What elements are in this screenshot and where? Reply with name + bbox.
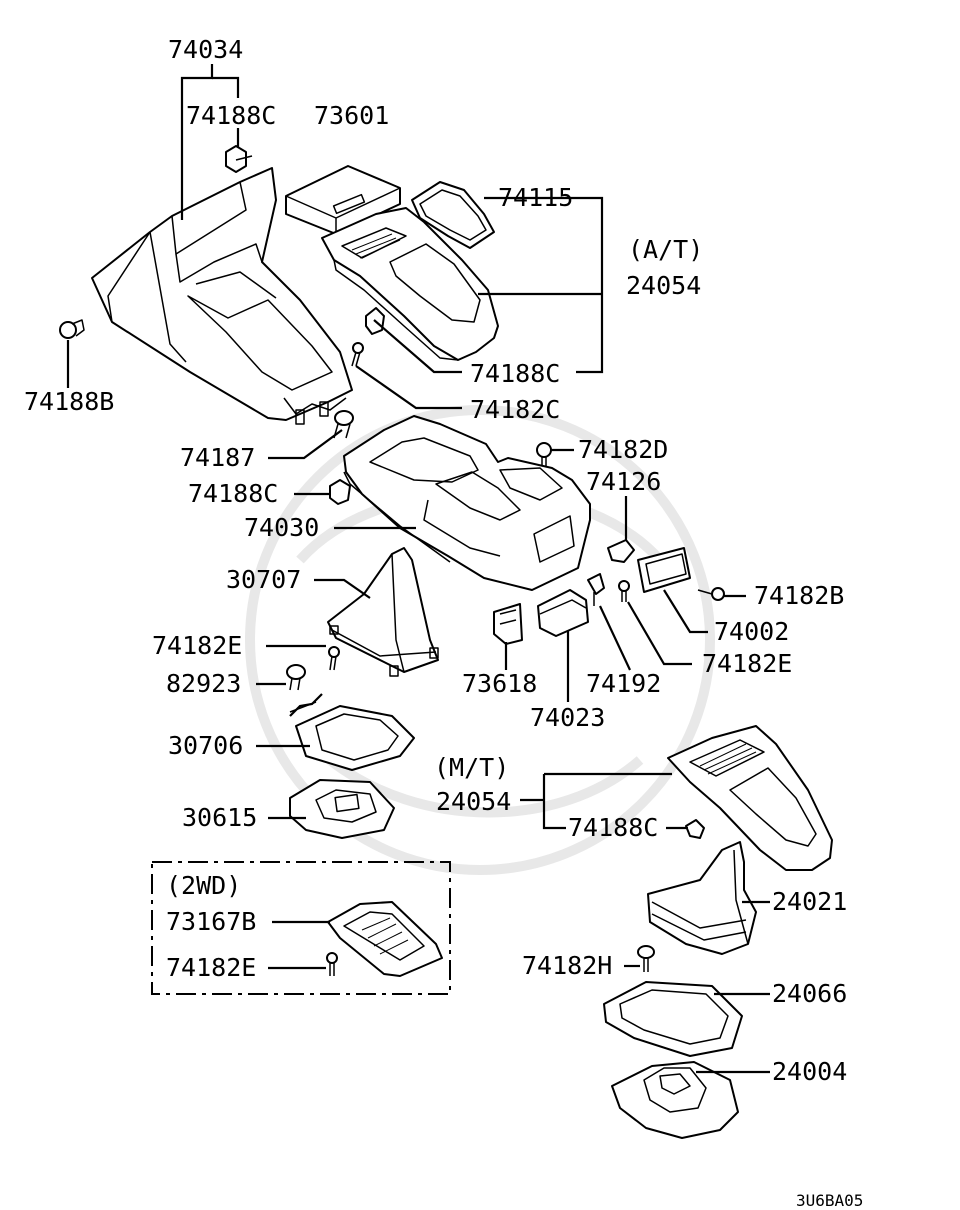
screw-74182e-left xyxy=(328,646,340,671)
label-74188c-top: 74188C xyxy=(186,101,276,130)
2wd-variant-box xyxy=(151,861,451,995)
clip-74126 xyxy=(607,539,635,563)
label-30615: 30615 xyxy=(182,803,257,832)
label-74192: 74192 xyxy=(586,669,661,698)
bracket-73618 xyxy=(493,603,523,645)
label-74034: 74034 xyxy=(168,35,243,64)
screw-74182e-right xyxy=(618,580,630,602)
label-74188c-at: 74188C xyxy=(470,359,560,388)
label-24004: 24004 xyxy=(772,1057,847,1086)
clip-74188c-top xyxy=(225,145,253,173)
shift-boot-24021 xyxy=(647,841,757,955)
bracket-74023 xyxy=(537,589,589,637)
front-console-panel-part xyxy=(91,167,353,425)
label-mt: (M/T) xyxy=(434,753,509,782)
clip-82923 xyxy=(286,664,306,691)
at-shift-cover-part xyxy=(321,207,499,361)
label-24054-mt: 24054 xyxy=(436,787,511,816)
label-74182d: 74182D xyxy=(578,435,668,464)
label-74023: 74023 xyxy=(530,703,605,732)
clip-74188c-mid xyxy=(329,479,351,505)
screw-74182h xyxy=(637,945,655,972)
switch-panel-74002 xyxy=(637,547,691,593)
label-73601: 73601 xyxy=(314,101,389,130)
gasket-30706 xyxy=(289,701,415,771)
clip-74187 xyxy=(333,410,354,439)
label-at: (A/T) xyxy=(628,235,703,264)
shift-boot-part xyxy=(327,547,439,677)
label-73167b: 73167B xyxy=(166,907,256,936)
label-74182e-left: 74182E xyxy=(152,631,242,660)
label-30707: 30707 xyxy=(226,565,301,594)
label-74030: 74030 xyxy=(244,513,319,542)
part-labels: 74034 74188C 73601 74115 (A/T) 24054 741… xyxy=(24,35,863,1210)
label-74115: 74115 xyxy=(498,183,573,212)
label-24066: 24066 xyxy=(772,979,847,1008)
label-74188c-mt: 74188C xyxy=(568,813,658,842)
mt-shift-cover-part xyxy=(667,725,833,871)
screw-74182c xyxy=(351,342,364,367)
label-74126: 74126 xyxy=(586,467,661,496)
gasket-24066 xyxy=(603,981,743,1057)
label-74187: 74187 xyxy=(180,443,255,472)
label-82923: 82923 xyxy=(166,669,241,698)
screw-74182d xyxy=(536,442,552,466)
leader-lines xyxy=(66,64,770,1074)
tray-73167b xyxy=(327,901,443,977)
rubber-mat-part xyxy=(411,181,495,249)
label-74182e-right: 74182E xyxy=(702,649,792,678)
rear-console-part xyxy=(343,415,591,591)
screw-74182e-2wd xyxy=(326,952,338,976)
boot-base-30615 xyxy=(289,779,395,839)
clip-74188c-mt xyxy=(685,819,705,839)
label-74182c: 74182C xyxy=(470,395,560,424)
diagram-code: 3U6BA05 xyxy=(796,1191,863,1210)
bolt-74192 xyxy=(587,573,605,606)
label-74002: 74002 xyxy=(714,617,789,646)
label-74182h: 74182H xyxy=(522,951,612,980)
label-74188c-mid: 74188C xyxy=(188,479,278,508)
label-73618: 73618 xyxy=(462,669,537,698)
label-74182e-2wd: 74182E xyxy=(166,953,256,982)
boot-24004 xyxy=(611,1061,739,1139)
label-74188b: 74188B xyxy=(24,387,114,416)
label-2wd: (2WD) xyxy=(166,871,241,900)
label-74182b: 74182B xyxy=(754,581,844,610)
label-24054-at: 24054 xyxy=(626,271,701,300)
clip-74188b xyxy=(59,319,85,339)
label-30706: 30706 xyxy=(168,731,243,760)
screw-74182b xyxy=(697,587,725,601)
label-24021: 24021 xyxy=(772,887,847,916)
